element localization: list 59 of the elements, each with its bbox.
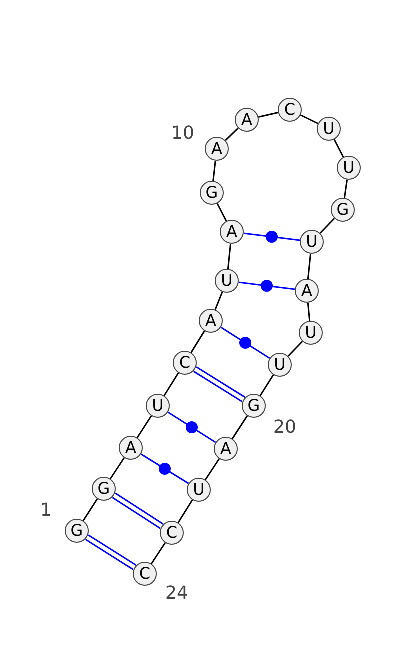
nucleotide-circle: A [205, 137, 229, 161]
nucleotide-circle: U [337, 156, 361, 180]
base-pair-line [168, 412, 216, 444]
nucleotide-circle: A [295, 279, 319, 303]
backbone-line [136, 416, 152, 438]
base-pair-line [112, 492, 164, 530]
backbone-line [232, 416, 248, 440]
backbone-line [288, 341, 304, 357]
backbone-line [260, 374, 274, 396]
backbone-line [214, 292, 224, 310]
backbone-line [227, 244, 232, 270]
backbone-line [212, 160, 216, 182]
base-pair-line [85, 534, 137, 571]
backbone-line [150, 542, 166, 564]
backbone-line [258, 112, 278, 118]
nucleotide-circle: U [187, 478, 211, 502]
backbone-line [216, 203, 228, 222]
backbone-line [225, 128, 239, 142]
backbone-line [82, 498, 98, 522]
position-number: 24 [166, 584, 188, 604]
base-pair-line [220, 326, 270, 360]
nucleotide-circle: U [215, 269, 239, 293]
nucleotide-circle: A [199, 309, 223, 333]
nucleotide-circle: C [133, 562, 157, 586]
nucleotide-circle: A [214, 437, 238, 461]
nucleotide-circle: C [278, 98, 302, 122]
nucleotide-circle: G [331, 198, 355, 222]
nucleotide-circle: G [92, 477, 116, 501]
backbone-line [307, 302, 311, 322]
nucleotide-circle: G [65, 519, 89, 543]
nucleotide-circle: U [268, 353, 292, 377]
nucleotide-circle: G [200, 181, 224, 205]
position-number: 10 [172, 124, 194, 144]
backbone-line [190, 330, 206, 354]
backbone-line [204, 458, 220, 480]
backbone-line [344, 180, 348, 198]
nucleotide-circle: U [300, 230, 324, 254]
backbone-line [334, 139, 344, 158]
nucleotide-circle: A [220, 220, 244, 244]
nucleotide-circle: C [160, 521, 184, 545]
backbone-line [178, 500, 194, 524]
backbone-line [164, 372, 180, 396]
backbone-line [300, 114, 319, 124]
position-number: 20 [274, 418, 296, 438]
nucleotide-circle: G [242, 394, 266, 418]
base-pair-line [244, 232, 300, 242]
nucleotide-circle: U [146, 394, 170, 418]
nucleotide-circle: U [317, 117, 341, 141]
backbone-line [307, 254, 312, 280]
backbone-line [320, 218, 336, 234]
nucleotide-circle: A [235, 108, 259, 132]
nucleotide-circle: C [173, 351, 197, 375]
base-pair-line [238, 282, 296, 290]
nucleotide-circle: U [299, 321, 323, 345]
base-pair-line [193, 366, 246, 403]
position-number: 1 [40, 501, 52, 521]
backbone-line [110, 458, 126, 480]
base-pair-line [140, 454, 190, 484]
nucleotide-circle: A [119, 436, 143, 460]
